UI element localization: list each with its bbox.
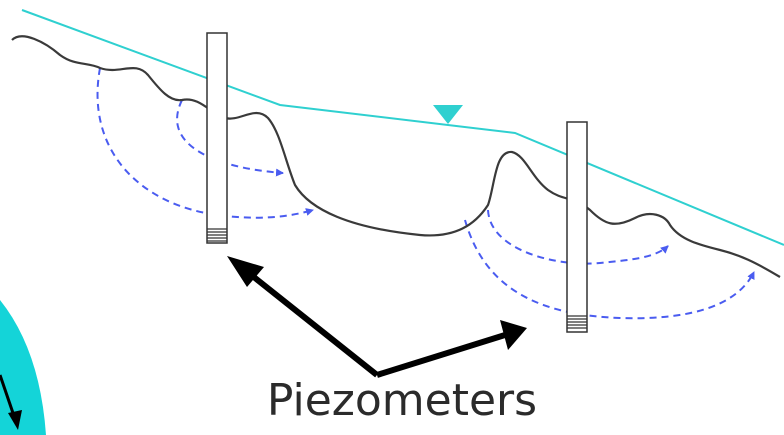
ground-surface-line (12, 36, 780, 277)
flow-path-2 (177, 100, 283, 173)
piezometer-right (567, 122, 587, 332)
flow-path-4 (465, 220, 754, 318)
piezometer-left (207, 33, 227, 243)
water-table-line (22, 10, 784, 245)
piezometers-caption: Piezometers (0, 375, 784, 426)
arrow-icon (227, 256, 527, 375)
flow-paths (98, 68, 754, 318)
triangle-down-icon (433, 105, 463, 124)
